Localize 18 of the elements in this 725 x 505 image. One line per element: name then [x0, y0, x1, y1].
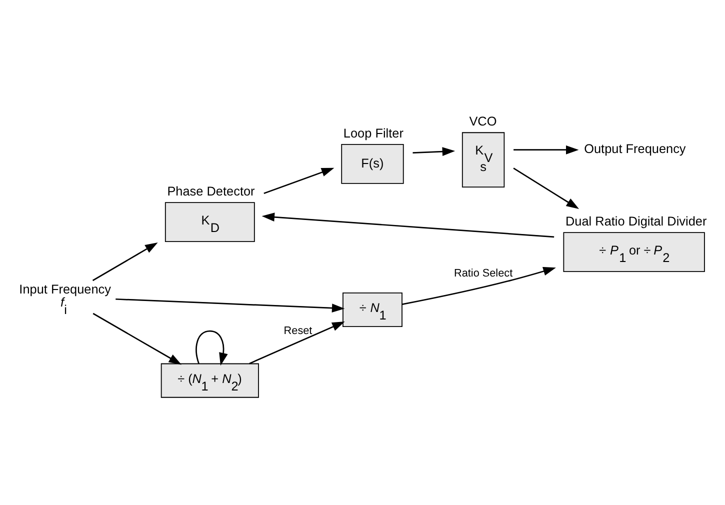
- node-label: Dual Ratio Digital Divider: [565, 213, 707, 228]
- arrow: [402, 266, 556, 305]
- node-text: Output Frequency: [584, 141, 686, 156]
- arrow: [196, 330, 228, 366]
- arrow: [513, 168, 580, 210]
- node-label: Loop Filter: [343, 125, 404, 140]
- node-label: Phase Detector: [167, 183, 255, 198]
- arrow: [264, 168, 334, 194]
- edge-label: Reset: [284, 324, 312, 337]
- edge-label: Ratio Select: [454, 268, 513, 280]
- arrow: [514, 145, 579, 154]
- arrow: [262, 212, 554, 238]
- arrow: [249, 322, 345, 364]
- arrow: [92, 312, 182, 365]
- arrow: [116, 298, 345, 313]
- node-label: VCO: [469, 114, 497, 129]
- arrow: [92, 242, 158, 282]
- arrow: [412, 147, 456, 156]
